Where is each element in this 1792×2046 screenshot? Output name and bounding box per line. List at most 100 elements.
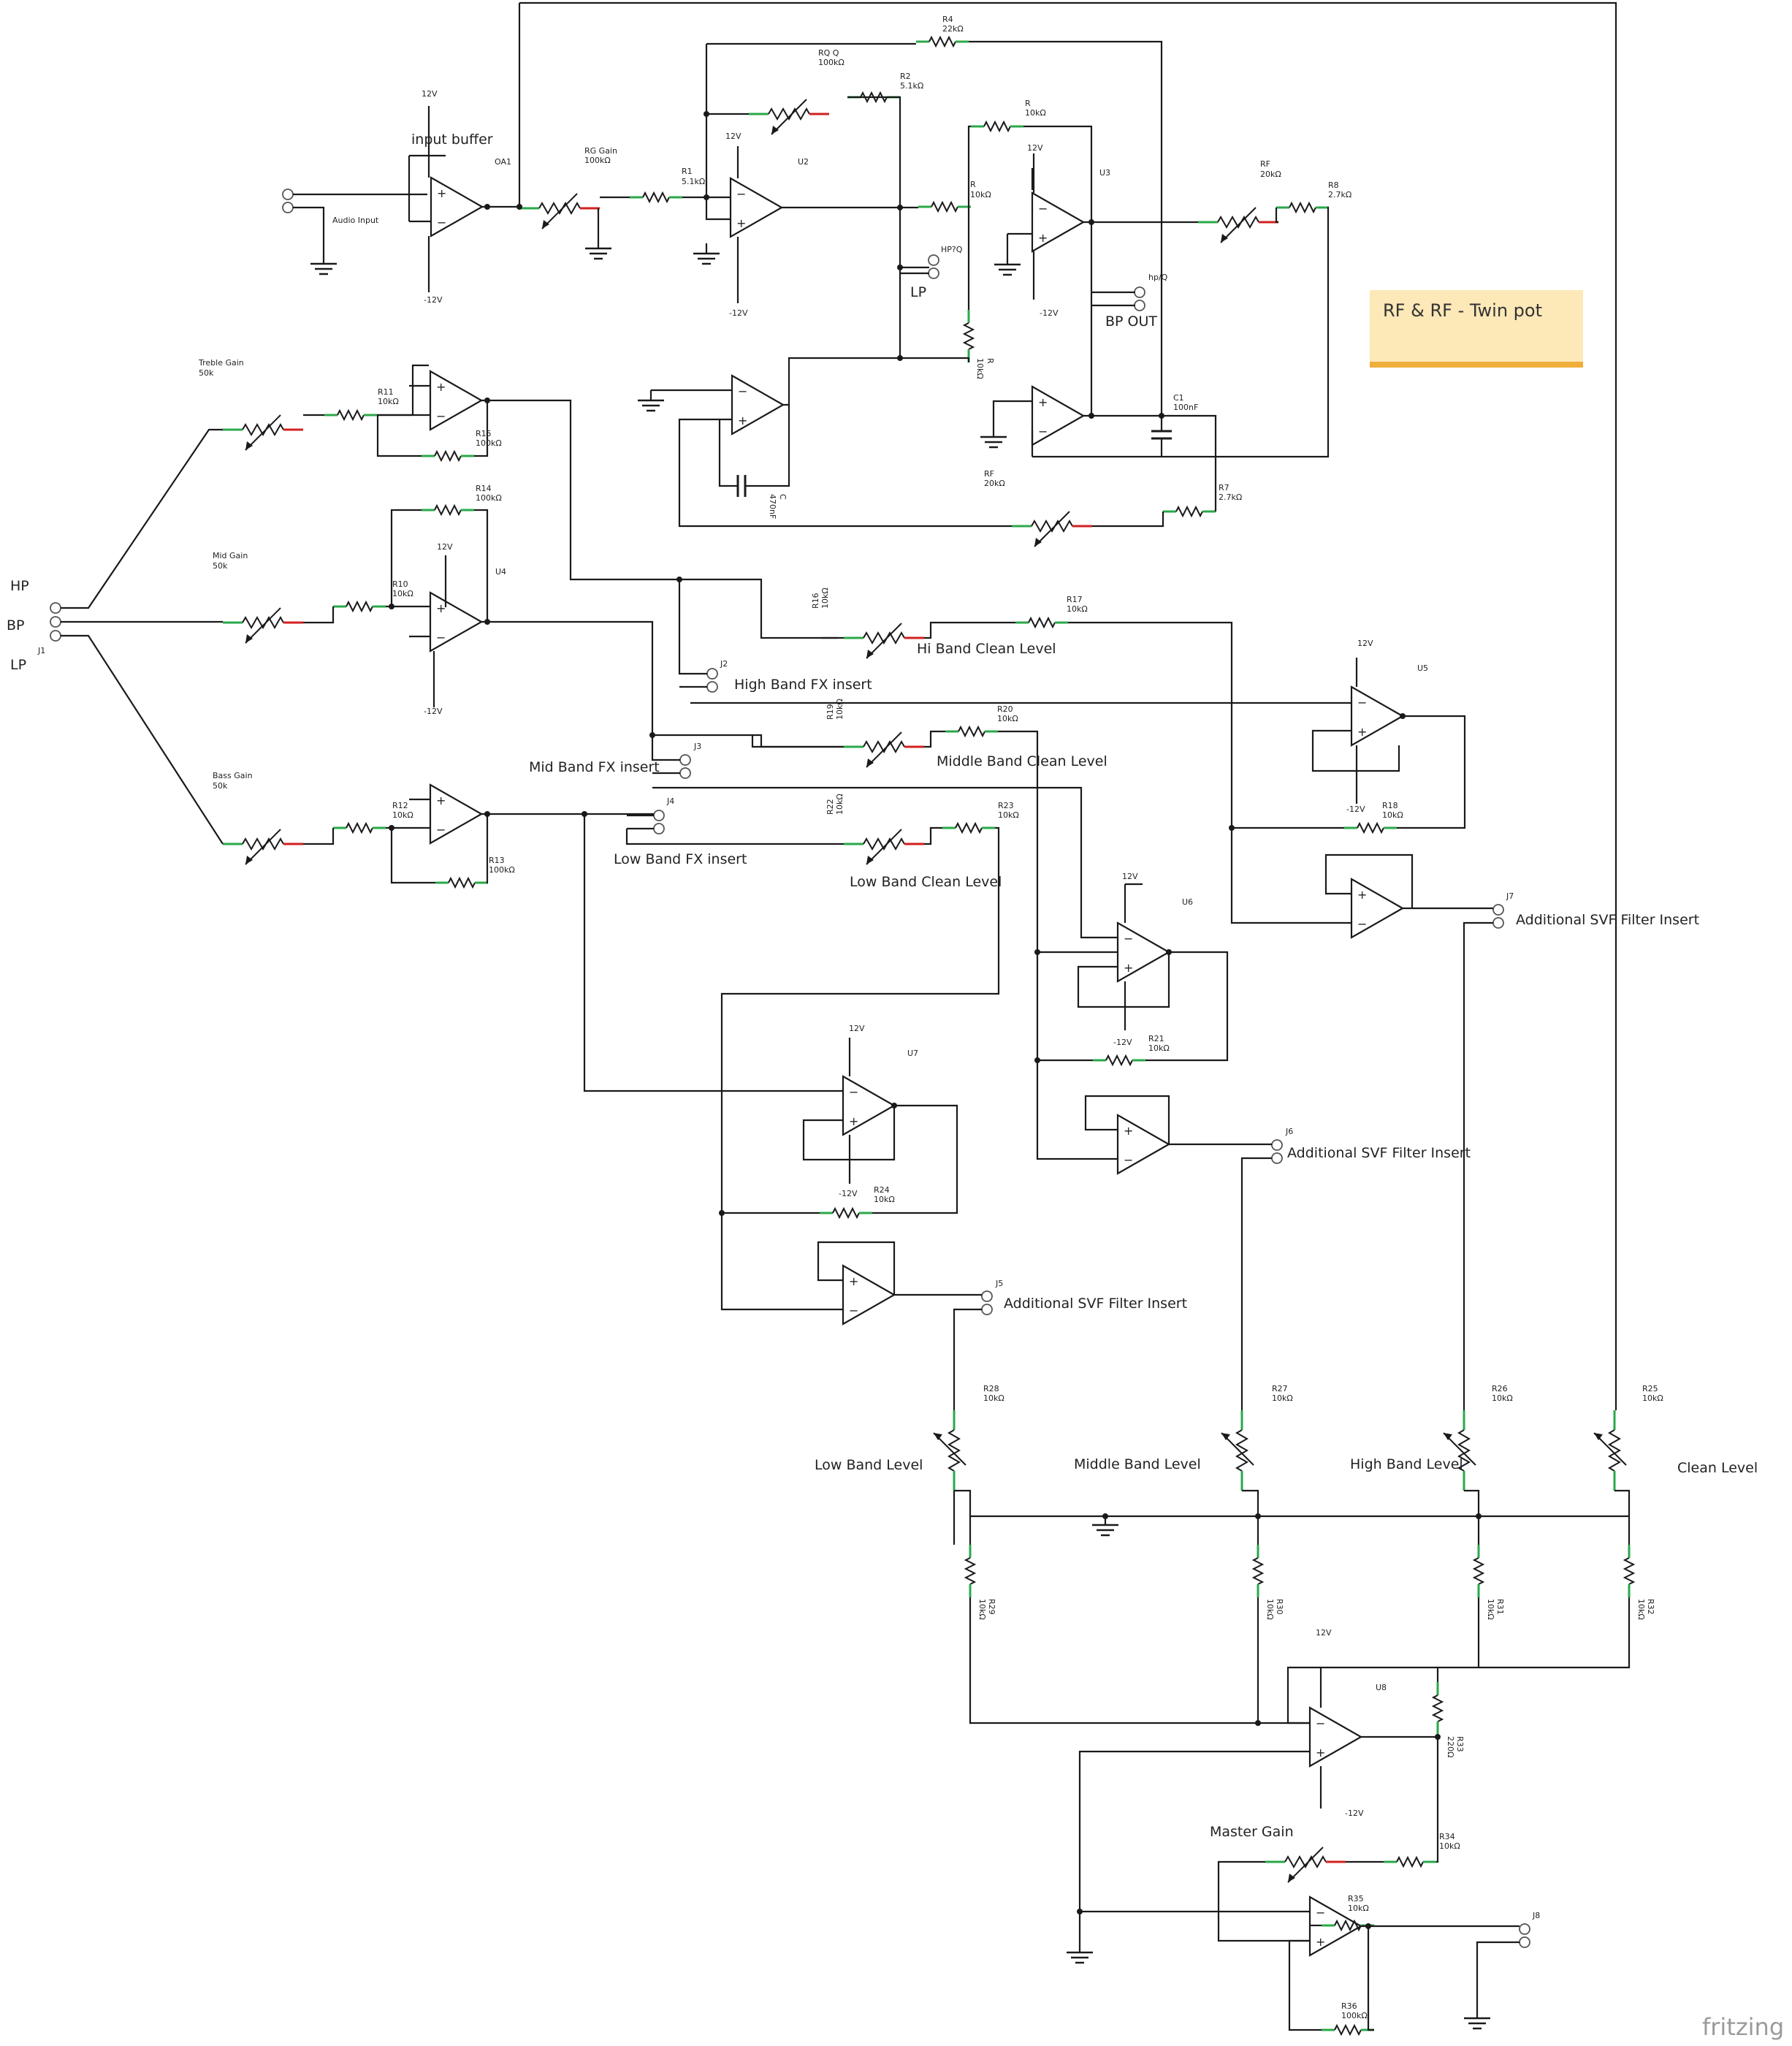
c-470nf-capacitor (736, 475, 747, 497)
amp-plus-u2: 12V (725, 132, 741, 141)
r36-ref: R36 (1341, 2001, 1357, 2011)
bp-out-jack (1134, 286, 1145, 311)
r14-ref: R14 (476, 484, 492, 493)
r-u3fb-ref: R (1025, 99, 1031, 108)
rf-pot-top (1197, 206, 1280, 244)
bpq-label: hp/Q (1148, 273, 1168, 282)
fritzing-watermark: fritzing (1702, 2013, 1785, 2041)
amp-plus-u3: 12V (1027, 143, 1043, 153)
filter-input-jack (50, 602, 61, 642)
r-u3-fb (969, 121, 1025, 132)
r21-ref: R21 (1148, 1034, 1164, 1043)
r34-ref: R34 (1439, 1832, 1455, 1841)
r23 (941, 822, 996, 834)
r14-value: 100kΩ (476, 493, 502, 503)
r21 (1091, 1054, 1147, 1066)
mid-band-fx-insert-label: Mid Band FX insert (529, 759, 660, 775)
r25-value: 10kΩ (1642, 1393, 1663, 1403)
r34-value: 10kΩ (1439, 1841, 1460, 1851)
r19-ref: R19 (826, 704, 835, 720)
r-vert-ref: R (985, 358, 995, 364)
r13-value: 100kΩ (489, 865, 515, 875)
amp-ref-oa1: OA1 (495, 157, 511, 167)
opamp-treble (429, 370, 483, 431)
opamp-u4 (429, 591, 483, 653)
r20-ref: R20 (997, 704, 1013, 714)
r25-ref: R25 (1642, 1384, 1658, 1393)
r8-ref: R8 (1328, 180, 1339, 190)
j6-jack (1271, 1139, 1283, 1164)
section-labels: Hi Band Clean Level High Band FX insert … (529, 641, 1758, 1840)
opamp-u5-lower (1350, 878, 1404, 939)
mid-level-pot (1220, 1409, 1255, 1492)
ground-u3 (993, 253, 1022, 276)
r33-ref: R33 (1455, 1736, 1465, 1752)
r34 (1382, 1856, 1438, 1868)
opamp-u6 (1116, 921, 1170, 983)
r17-value: 10kΩ (1067, 604, 1088, 614)
j5-jack (981, 1290, 993, 1315)
j2-ref: J2 (720, 659, 728, 669)
ground-rg (584, 237, 613, 260)
r7-ref: R7 (1219, 483, 1229, 493)
r11 (323, 409, 378, 421)
bass-gain-value: 50k (213, 781, 228, 791)
r4 (915, 36, 970, 47)
amp-minus-u2: -12V (729, 308, 748, 318)
mid-pot (221, 606, 305, 644)
opamp-u2 (729, 177, 783, 238)
amp-ref-u3: U3 (1099, 168, 1110, 178)
r13 (434, 877, 489, 889)
bass-pot (221, 828, 305, 866)
amp-minus-u5: -12V (1346, 805, 1365, 814)
middle-band-clean-level-label: Middle Band Clean Level (937, 753, 1107, 769)
filter-jack-ref: J1 (37, 646, 45, 655)
r28-value: 10kΩ (983, 1393, 1004, 1403)
amp-title-oa1: input buffer (411, 132, 493, 148)
j8-ref: J8 (1532, 1911, 1540, 1920)
c1-value: 100nF (1173, 403, 1198, 412)
high-band-fx-insert-label: High Band FX insert (734, 677, 872, 693)
r36-value: 100kΩ (1341, 2011, 1368, 2020)
amp-ref-u4: U4 (495, 567, 506, 577)
capacitor-labels: C1 100nF C 470nF (768, 393, 1198, 519)
opamp-u3-lower (1031, 385, 1085, 446)
bass-gain-label: Bass Gain (213, 771, 253, 780)
r14 (420, 504, 476, 516)
audio-input-jack (282, 189, 294, 213)
bp-input-label: BP (7, 617, 25, 634)
r-u3-in (917, 201, 972, 213)
r19-value: 10kΩ (835, 699, 844, 720)
r1 (628, 191, 684, 203)
ground-u2 (692, 242, 721, 265)
r24-value: 10kΩ (874, 1195, 895, 1204)
r18 (1343, 822, 1398, 834)
j4-jack (653, 810, 665, 834)
sticky-note-text: RF & RF - Twin pot (1383, 300, 1543, 321)
hi-clean-pot (842, 622, 926, 660)
treble-gain-label: Treble Gain (198, 358, 244, 368)
r18-value: 10kΩ (1382, 810, 1403, 820)
r28-ref: R28 (983, 1384, 999, 1393)
rf-bottom-ref: RF (984, 469, 994, 479)
rg-pot (518, 192, 601, 230)
r12-value: 10kΩ (392, 810, 413, 820)
r15-value: 100kΩ (476, 438, 502, 448)
opamp-u5 (1350, 685, 1404, 747)
j8-jack (1519, 1923, 1530, 1948)
c1-ref: C1 (1173, 393, 1184, 403)
r20 (944, 726, 999, 737)
rg-ref: RG Gain (584, 146, 617, 156)
opamp-u7 (842, 1075, 896, 1136)
r15-ref: R15 (476, 429, 492, 438)
amp-plus-u5: 12V (1357, 639, 1373, 648)
amp-minus-u7: -12V (839, 1189, 858, 1198)
r11-ref: R11 (378, 387, 394, 397)
r29-ref: R29 (987, 1599, 996, 1615)
r8 (1275, 202, 1330, 213)
ground-integrator (636, 389, 666, 412)
c-ref: C (778, 494, 788, 500)
r20-value: 10kΩ (997, 714, 1018, 723)
